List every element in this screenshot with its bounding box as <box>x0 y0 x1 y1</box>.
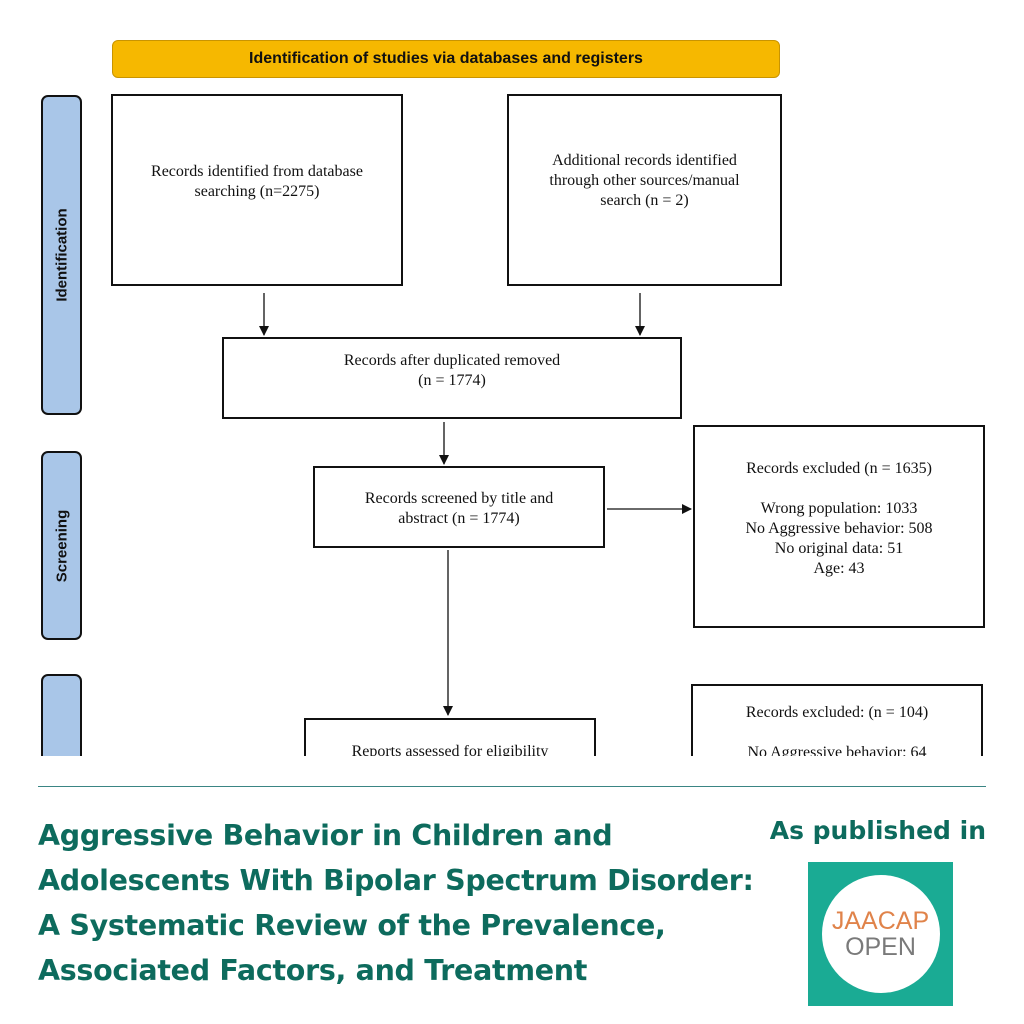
article-title-line: Associated Factors, and Treatment <box>38 954 588 987</box>
journal-logo-top-text: JAACAP <box>831 907 930 935</box>
box-excluded-screening: Records excluded (n = 1635) Wrong popula… <box>693 425 985 628</box>
prisma-flow-diagram: Identification of studies via databases … <box>41 40 985 756</box>
article-title-line: Adolescents With Bipolar Spectrum Disord… <box>38 864 754 897</box>
phase-label-identification: Identification <box>41 95 82 415</box>
journal-logo: JAACAP OPEN <box>808 862 953 1006</box>
box-after-duplicates: Records after duplicated removed (n = 17… <box>222 337 682 419</box>
journal-logo-bottom-text: OPEN <box>845 933 916 961</box>
box-database-search: Records identified from database searchi… <box>111 94 403 286</box>
journal-logo-circle: JAACAP OPEN <box>821 875 940 993</box>
published-in-label: As published in <box>769 816 986 845</box>
section-divider <box>38 786 986 787</box>
article-title: Aggressive Behavior in Children and Adol… <box>38 813 778 993</box>
phase-label-screening: Screening <box>41 451 82 640</box>
flow-arrows <box>259 293 692 716</box>
box-eligibility: Reports assessed for eligibility <box>304 718 596 756</box>
article-title-line: A Systematic Review of the Prevalence, <box>38 909 666 942</box>
box-excluded-eligibility: Records excluded: (n = 104) No Aggressiv… <box>691 684 983 756</box>
article-title-line: Aggressive Behavior in Children and <box>38 819 613 852</box>
box-other-sources: Additional records identified through ot… <box>507 94 782 286</box>
box-screened: Records screened by title and abstract (… <box>313 466 605 548</box>
identification-banner: Identification of studies via databases … <box>112 40 780 78</box>
phase-label-eligibility <box>41 674 82 756</box>
